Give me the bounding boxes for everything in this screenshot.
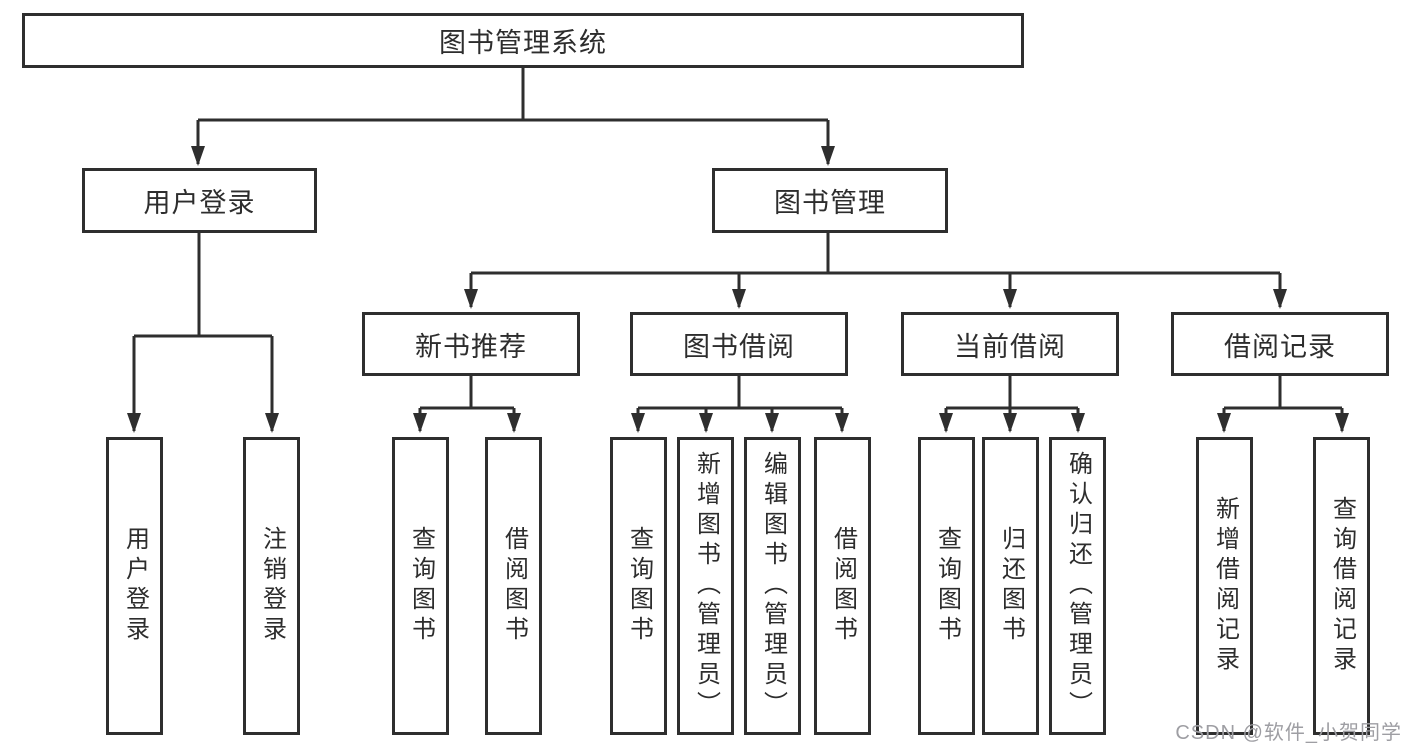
node-label: 借阅图书 <box>500 526 528 646</box>
node-label: 编辑图书（管理员） <box>759 451 787 721</box>
leaf-add-borrow-record: 新增借阅记录 <box>1196 437 1253 735</box>
leaf-add-books-admin: 新增图书（管理员） <box>677 437 734 735</box>
leaf-edit-books-admin: 编辑图书（管理员） <box>744 437 801 735</box>
node-book-borrow: 图书借阅 <box>630 312 848 376</box>
node-label: 图书管理 <box>774 188 886 218</box>
leaf-query-books-recommend: 查询图书 <box>392 437 449 735</box>
leaf-borrow-books-recommend: 借阅图书 <box>485 437 542 735</box>
node-label: 借阅图书 <box>829 526 857 646</box>
node-current-borrow: 当前借阅 <box>901 312 1119 376</box>
node-label: 图书借阅 <box>683 331 795 362</box>
leaf-query-books-borrow: 查询图书 <box>610 437 667 735</box>
node-label: 图书管理系统 <box>439 28 607 58</box>
node-label: 新增图书（管理员） <box>692 451 720 721</box>
leaf-confirm-return-admin: 确认归还（管理员） <box>1049 437 1106 735</box>
leaf-query-books-current: 查询图书 <box>918 437 975 735</box>
node-label: 查询图书 <box>407 526 435 646</box>
node-label: 新增借阅记录 <box>1211 496 1239 676</box>
node-user-login: 用户登录 <box>82 168 317 233</box>
node-borrow-records: 借阅记录 <box>1171 312 1389 376</box>
leaf-return-books: 归还图书 <box>982 437 1039 735</box>
node-label: 当前借阅 <box>954 331 1066 362</box>
node-label: 确认归还（管理员） <box>1064 451 1092 721</box>
leaf-query-borrow-record: 查询借阅记录 <box>1313 437 1370 735</box>
leaf-logout: 注销登录 <box>243 437 300 735</box>
tree-branches <box>127 68 1349 433</box>
node-label: 查询图书 <box>625 526 653 646</box>
node-label: 新书推荐 <box>415 331 527 362</box>
leaf-borrow-books: 借阅图书 <box>814 437 871 735</box>
node-label: 归还图书 <box>997 526 1025 646</box>
csdn-watermark: CSDN @软件_小贺同学 <box>1175 722 1402 744</box>
node-label: 借阅记录 <box>1224 331 1336 362</box>
node-label: 用户登录 <box>143 188 256 218</box>
node-label: 查询图书 <box>933 526 961 646</box>
leaf-user-login: 用户登录 <box>106 437 163 735</box>
node-system-root: 图书管理系统 <box>22 13 1024 68</box>
node-label: 用户登录 <box>121 526 149 646</box>
node-new-book-recommend: 新书推荐 <box>362 312 580 376</box>
node-label: 注销登录 <box>258 526 286 646</box>
node-label: 查询借阅记录 <box>1328 496 1356 676</box>
node-book-management: 图书管理 <box>712 168 948 233</box>
